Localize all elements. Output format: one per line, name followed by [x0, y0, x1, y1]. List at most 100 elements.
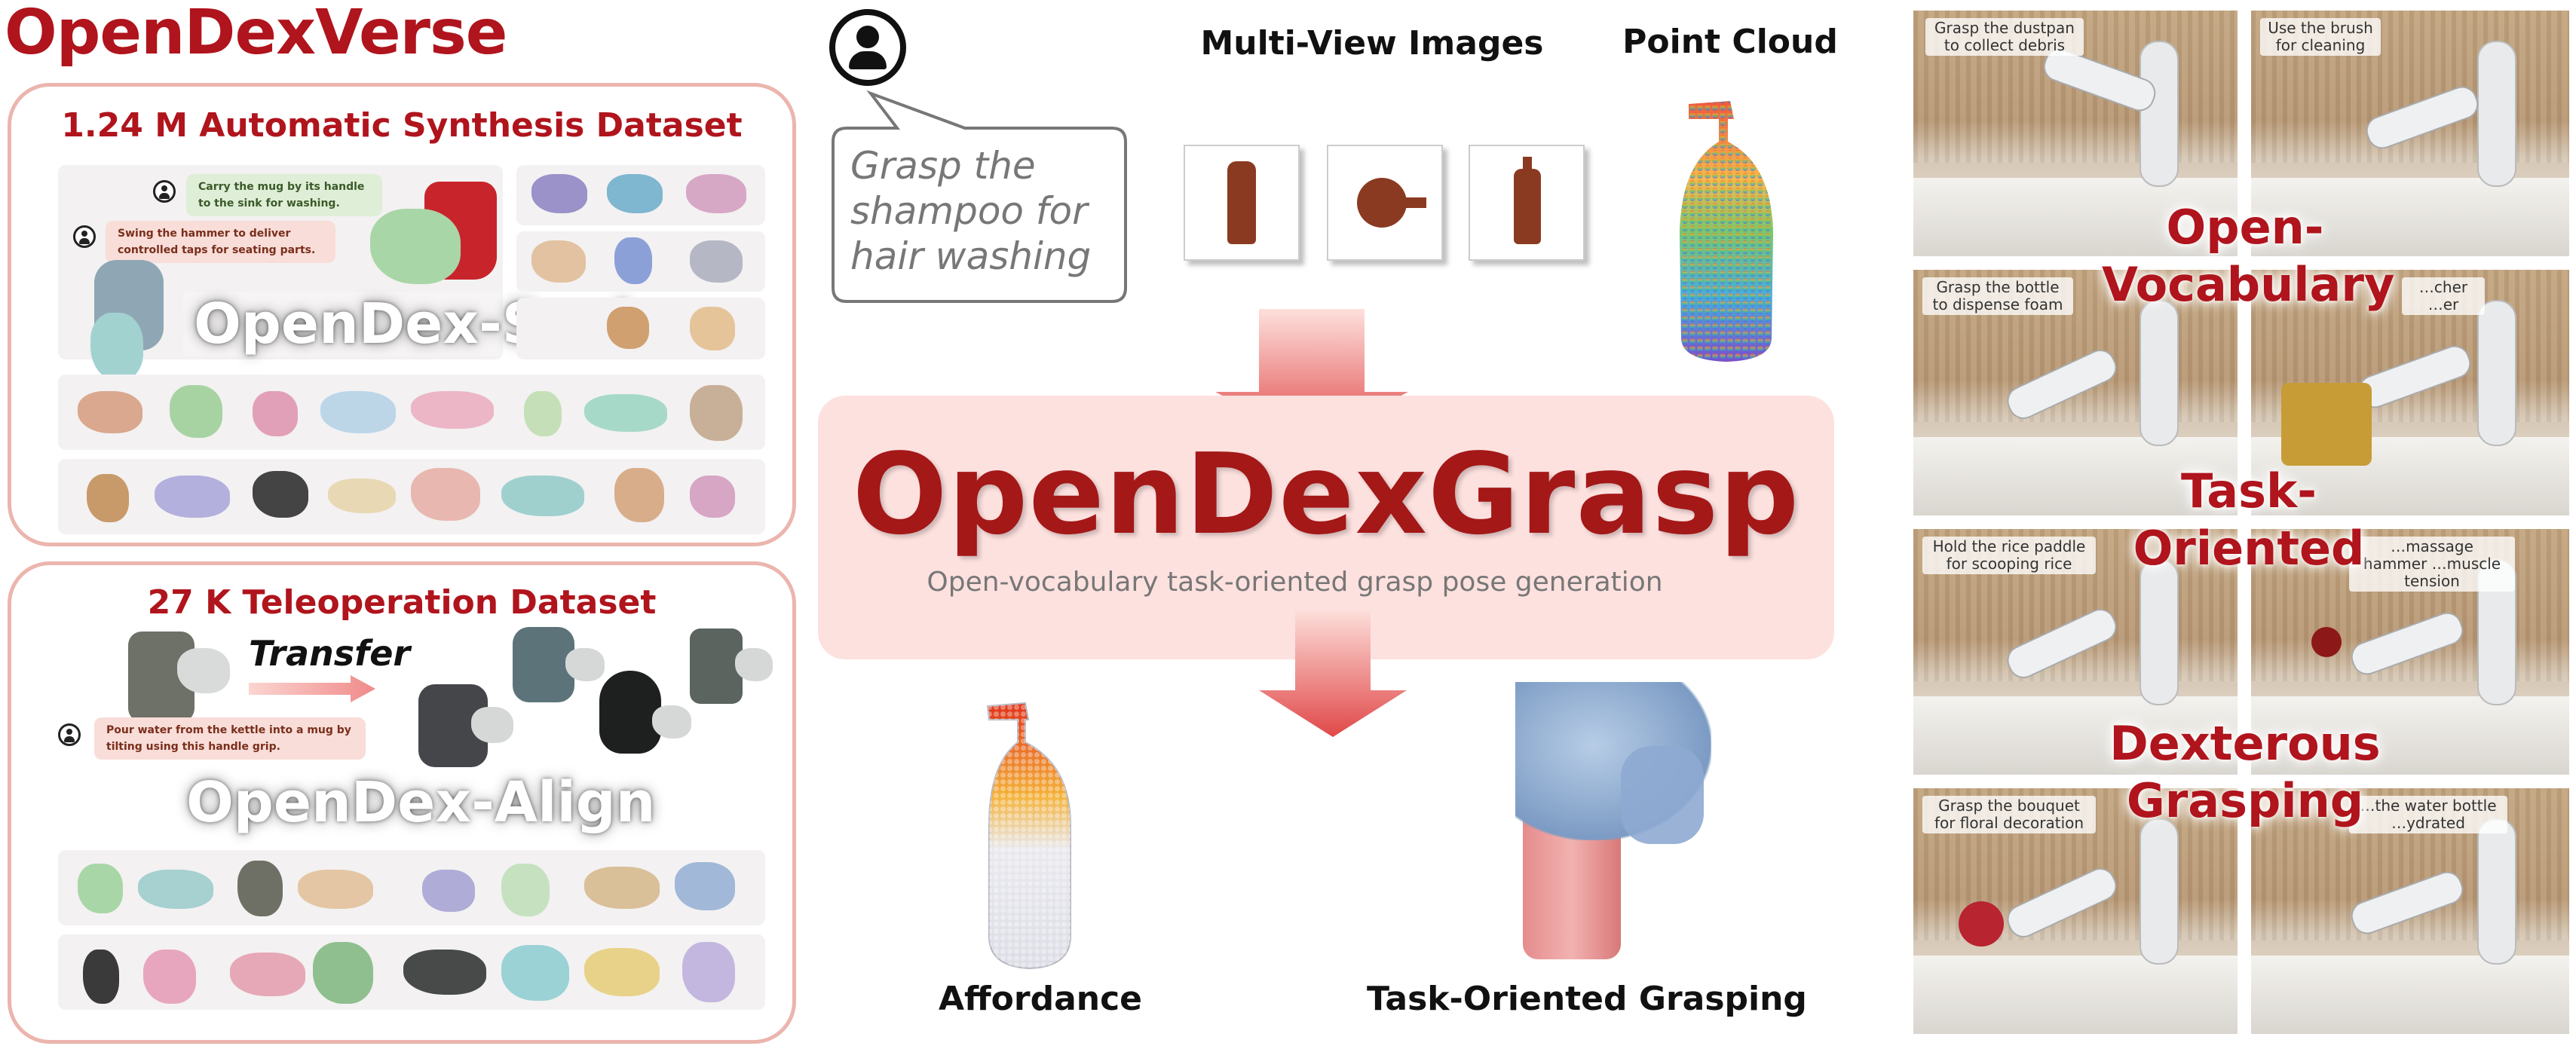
robot-demo-grid: Grasp the dustpan to collect debris Use …: [1913, 11, 2569, 1035]
hand-thumbnail: [403, 950, 486, 995]
hand-thumbnail: [253, 391, 298, 436]
brand-title: OpenDexVerse: [5, 0, 507, 69]
kettle-image: [513, 627, 574, 702]
hand-thumbnail: [690, 307, 735, 350]
hand-thumbnail: [253, 471, 308, 518]
hand-thumbnail: [83, 950, 119, 1004]
hand-thumbnail: [682, 942, 735, 1002]
hand-thumbnail: [143, 950, 196, 1004]
hand-thumbnail: [411, 468, 480, 521]
robot-caption: Grasp the dustpan to collect debris: [1925, 18, 2084, 56]
hand-thumbnail: [614, 237, 652, 284]
robot-demo-cell: Grasp the bottle to dispense foam: [1913, 270, 2238, 515]
robot-demo-cell: Grasp the dustpan to collect debris: [1913, 11, 2238, 256]
hand-thumbnail: [690, 476, 735, 518]
hand-thumbnail: [614, 468, 664, 522]
user-icon: [58, 723, 81, 746]
robot-caption: Grasp the bottle to dispense foam: [1922, 277, 2073, 315]
hand-thumbnail: [138, 870, 213, 909]
hand-thumbnail: [320, 391, 396, 433]
robot-caption: …massage hammer …muscle tension: [2349, 537, 2515, 592]
hand-thumbnail: [524, 391, 562, 436]
instruction-text: Grasp the shampoo for hair washing: [850, 144, 1092, 278]
pointcloud-title: Point Cloud: [1622, 23, 1838, 61]
transfer-arrow: [249, 675, 375, 702]
robot-caption: …cher …er: [2402, 277, 2485, 315]
hand-thumbnail: [690, 240, 743, 283]
hand-image: [652, 705, 691, 739]
synthesis-dataset-panel: 1.24 M Automatic Synthesis Dataset Carry…: [8, 83, 796, 546]
speech-bubble: [832, 90, 1127, 303]
user-icon: [73, 225, 96, 248]
hand-thumbnail: [155, 476, 230, 518]
overlay-open-vocabulary: Open-Vocabulary: [2102, 200, 2395, 312]
hand-thumbnail: [584, 394, 667, 432]
robot-demo-cell: Hold the rice paddle for scooping rice: [1913, 529, 2238, 775]
transfer-label: Transfer: [249, 633, 411, 674]
view-image-top: [1327, 145, 1443, 261]
multiview-title: Multi-View Images: [1200, 24, 1544, 63]
robot-demo-cell: …cher …er: [2251, 270, 2569, 515]
hand-thumbnail: [78, 864, 123, 913]
hand-image: [471, 707, 513, 743]
down-arrow-bottom: [1259, 609, 1407, 737]
grasping-title: Task-Oriented Grasping: [1367, 980, 1807, 1018]
kettle-image: [690, 628, 743, 704]
hand-image: [177, 648, 230, 693]
model-name: OpenDexGrasp: [852, 430, 1800, 559]
hand-thumbnail: [584, 867, 660, 909]
hand-thumbnail: [237, 861, 283, 916]
prompt-bubble-hammer: Swing the hammer to deliver controlled t…: [106, 221, 335, 263]
affordance-title: Affordance: [938, 980, 1143, 1018]
overlay-dexterous-grasping: Dexterous Grasping: [2109, 716, 2381, 828]
hand-thumbnail: [87, 474, 129, 522]
hand-thumbnail: [686, 174, 746, 213]
hand-thumbnail: [78, 391, 142, 433]
robot-demo-cell: …the water bottle …ydrated: [2251, 788, 2569, 1034]
teleoperation-dataset-title: 27 K Teleoperation Dataset: [147, 583, 657, 622]
robot-demo-cell: …massage hammer …muscle tension: [2251, 529, 2569, 775]
hand-thumbnail: [531, 174, 587, 213]
view-image-side: [1469, 145, 1585, 261]
hand-thumbnail: [584, 948, 660, 996]
robot-caption: Hold the rice paddle for scooping rice: [1922, 537, 2096, 574]
kettle-image: [599, 671, 661, 754]
robot-caption: Use the brush for cleaning: [2260, 18, 2381, 56]
hand-thumbnail: [501, 864, 550, 916]
hand-image: [735, 648, 773, 681]
point-cloud-image: [1680, 101, 1773, 362]
robot-hand-finger: [1621, 746, 1704, 844]
opendex-align-label: OpenDex-Align: [176, 770, 666, 835]
hand-thumbnail: [328, 479, 396, 513]
overlay-task-oriented: Task-Oriented: [2133, 463, 2365, 576]
hand-thumbnail: [411, 391, 494, 429]
hand-thumbnail: [501, 945, 569, 1001]
hand-thumbnail: [607, 174, 663, 213]
hand-thumbnail: [298, 870, 373, 909]
hand-image: [565, 648, 605, 681]
hand-thumbnail: [313, 942, 373, 1004]
hammer-hand-image-2: [90, 313, 143, 381]
user-icon: [153, 180, 176, 203]
hand-thumbnail: [230, 953, 305, 996]
hand-thumbnail: [607, 307, 649, 349]
prompt-bubble-kettle: Pour water from the kettle into a mug by…: [94, 717, 366, 760]
hand-thumbnail: [690, 385, 743, 441]
hand-thumbnail: [422, 870, 475, 912]
hand-thumbnail: [531, 240, 586, 283]
teleoperation-dataset-panel: 27 K Teleoperation Dataset Transfer Pour…: [8, 561, 796, 1044]
hand-thumbnail: [170, 385, 222, 438]
robot-caption: Grasp the bouquet for floral decoration: [1922, 796, 2096, 833]
model-subtitle: Open-vocabulary task-oriented grasp pose…: [927, 567, 1663, 598]
hand-thumbnail: [501, 476, 584, 516]
robot-caption: …the water bottle …ydrated: [2349, 796, 2507, 833]
hand-thumbnail: [675, 862, 735, 910]
robot-demo-cell: Grasp the bouquet for floral decoration: [1913, 788, 2238, 1034]
affordance-image: [986, 702, 1071, 970]
green-hand-image: [370, 209, 461, 284]
synthesis-dataset-title: 1.24 M Automatic Synthesis Dataset: [61, 106, 743, 145]
view-image-front: [1184, 145, 1300, 261]
robot-demo-cell: Use the brush for cleaning: [2251, 11, 2569, 256]
prompt-bubble-mug: Carry the mug by its handle to the sink …: [186, 174, 382, 216]
user-icon-large: [829, 9, 906, 86]
